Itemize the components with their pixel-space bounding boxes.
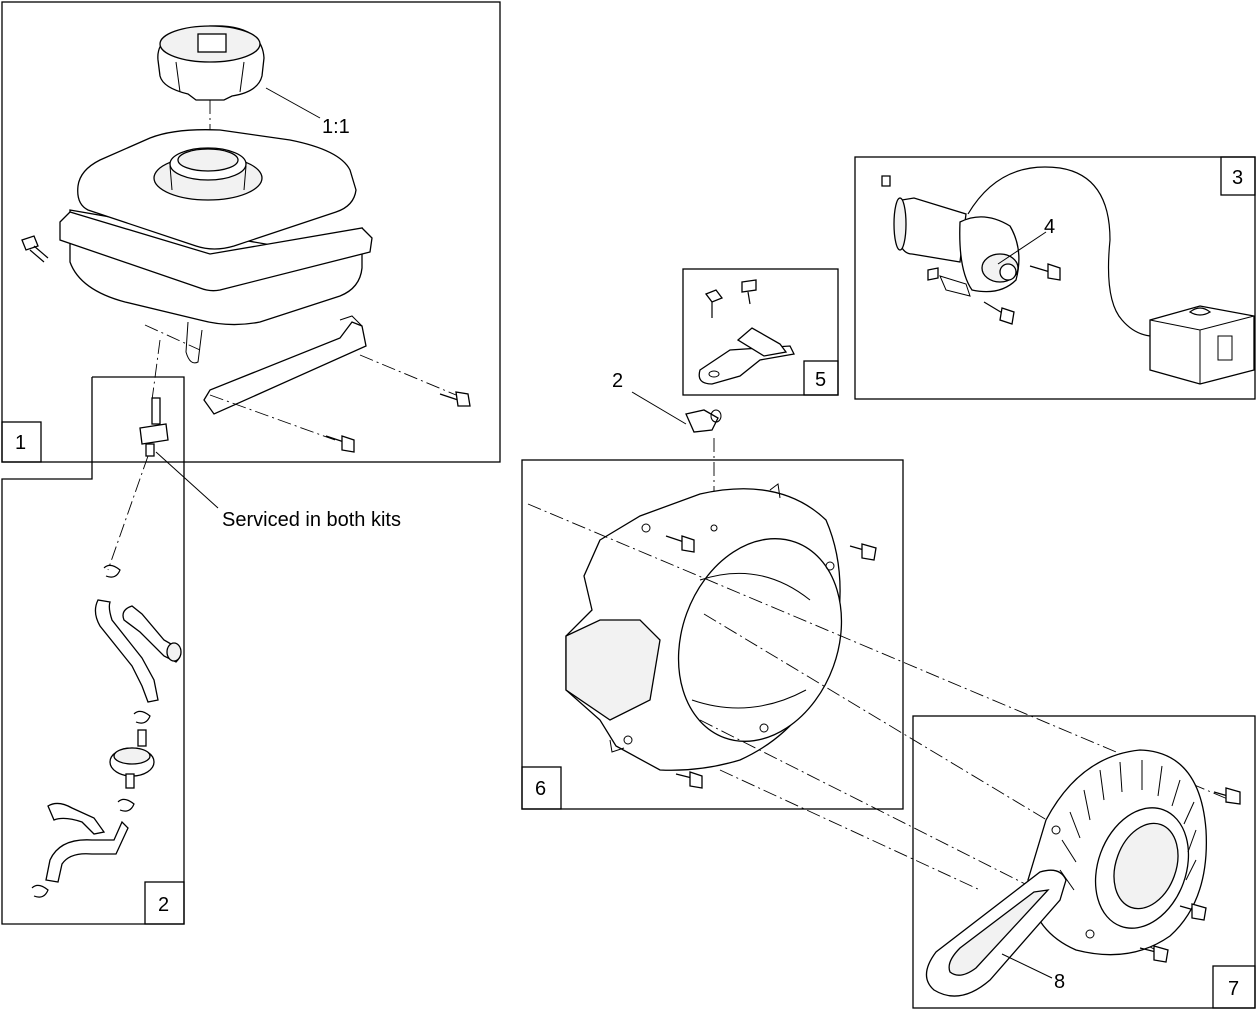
- hose-clamp: [31, 884, 49, 898]
- kit-2-frame: 2: [1, 376, 185, 925]
- valve-axis-top: [151, 339, 161, 401]
- starter-screw-small: [927, 267, 939, 281]
- leader-8: [1001, 953, 1053, 979]
- recoil-bolt-middle: [1179, 903, 1207, 921]
- shield-bolt-bottom: [325, 435, 355, 453]
- leader-2: [631, 391, 687, 425]
- hose-clamp: [103, 564, 121, 578]
- starter-bolt-right: [1029, 263, 1061, 281]
- callout-4: 4: [1044, 216, 1055, 238]
- fuel-hose-lower: [45, 802, 129, 883]
- shield-axis-3: [209, 394, 336, 441]
- hose-clamp: [117, 798, 135, 812]
- kit-6-frame: 6: [521, 459, 904, 810]
- callout-2: 2: [612, 370, 623, 392]
- wire-clip: [685, 409, 722, 433]
- kit-1-number: 1: [15, 432, 26, 454]
- recoil-bolt-top: [1213, 787, 1241, 805]
- kit-3-number: 3: [1232, 167, 1243, 189]
- electric-starter-motor: [893, 197, 1020, 297]
- kit-2-number: 2: [158, 894, 169, 916]
- kit-3-frame: 3: [854, 156, 1256, 400]
- kit-6-number: 6: [535, 778, 546, 800]
- axis-line-3: [699, 719, 1161, 953]
- heat-shield: [203, 315, 367, 415]
- starter-wire: [967, 166, 1151, 337]
- shield-axis-2: [144, 324, 201, 351]
- housing-bolt-top-right: [849, 543, 877, 561]
- tank-bolt-left: [21, 235, 49, 263]
- starter-bolt-bottom: [983, 301, 1015, 325]
- leader-4: [997, 231, 1047, 265]
- starter-handle: [925, 869, 1067, 997]
- fuel-hose-upper: [94, 599, 182, 703]
- throttle-bracket: [698, 327, 795, 385]
- recoil-bolt-bottom: [1139, 945, 1169, 963]
- hose-clamp: [133, 710, 151, 724]
- kit-1-frame: 1: [1, 1, 501, 463]
- kit-7-number: 7: [1228, 978, 1239, 1000]
- fuel-valve: [139, 397, 169, 457]
- axis-line-4: [719, 769, 981, 891]
- recoil-starter: [1027, 749, 1208, 956]
- fuel-filter: [109, 729, 155, 789]
- shield-bolt-right: [439, 391, 471, 407]
- kit-7-frame: 7: [912, 715, 1256, 1009]
- fuel-tank: [59, 129, 373, 364]
- housing-bolt-top-left: [665, 535, 695, 553]
- leader-1-1: [265, 87, 321, 119]
- starter-screw-top: [881, 175, 891, 187]
- axis-line-1: [527, 503, 1231, 801]
- serviced-note: Serviced in both kits: [222, 509, 401, 531]
- fuel-cap: [157, 25, 265, 101]
- kit-5-frame: 5: [682, 268, 839, 396]
- leader-serviced-note: [155, 451, 219, 509]
- bracket-bolt-left: [704, 289, 724, 318]
- callout-8: 8: [1054, 971, 1065, 993]
- shield-axis-1: [359, 354, 457, 396]
- kit-5-number: 5: [815, 369, 826, 391]
- starter-switch-box: [1149, 305, 1255, 385]
- callout-1-1: 1:1: [322, 116, 350, 138]
- housing-bolt-bottom: [675, 771, 703, 789]
- bracket-bolt-right: [741, 279, 757, 305]
- valve-axis-bottom: [107, 455, 149, 571]
- blower-housing: [565, 483, 843, 771]
